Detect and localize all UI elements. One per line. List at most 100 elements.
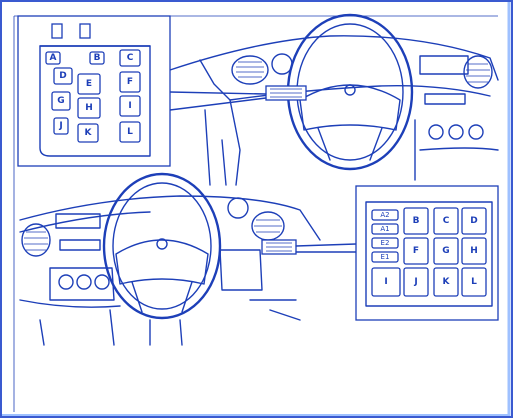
bottom-left-vent-slats <box>24 231 48 251</box>
top-fuse-label-j: J <box>58 121 62 131</box>
bottom-instrument-display <box>55 213 101 229</box>
top-dashboard-drawing <box>169 13 499 186</box>
top-leader-line-2 <box>169 97 267 111</box>
bottom-knob-right <box>94 274 110 290</box>
top-fuse-a <box>45 51 61 65</box>
bottom-fuse-f <box>403 237 429 265</box>
top-fuse-g <box>51 91 71 111</box>
bottom-fuse-k <box>433 267 459 297</box>
top-fuse-label-c: C <box>127 53 134 63</box>
bottom-leader-line <box>295 243 357 247</box>
top-fuse-k <box>77 123 99 143</box>
top-console-lines <box>414 119 499 181</box>
top-fuse-connector-2 <box>79 23 91 39</box>
bottom-fuse-label-e1: E1 <box>381 253 390 261</box>
bottom-steering-spokes <box>131 281 193 313</box>
top-fuse-b <box>89 51 105 65</box>
bottom-fuse-label-a1: A1 <box>380 225 389 233</box>
bottom-fuse-label-b: B <box>413 216 420 226</box>
top-steering-wheel-inner <box>296 23 404 161</box>
top-fuse-h <box>77 97 101 119</box>
top-left-vent-slats <box>236 61 264 78</box>
top-fuse-label-g: G <box>57 96 64 106</box>
bottom-fuse-a2 <box>371 209 399 221</box>
bottom-fuse-label-j: J <box>413 277 417 287</box>
top-steering-hub <box>299 84 401 131</box>
bottom-fuse-j <box>403 267 429 297</box>
top-fuse-l <box>119 121 141 143</box>
top-fuse-label-h: H <box>85 103 93 113</box>
bottom-fuse-label-f: F <box>413 246 419 256</box>
top-fuse-label-l: L <box>127 127 133 137</box>
bottom-fusebox-location-lines <box>266 242 292 252</box>
top-fuse-i <box>119 95 141 117</box>
bottom-fuse-e2 <box>371 237 399 249</box>
bottom-fuse-d <box>461 207 487 235</box>
bottom-floor-lines <box>149 299 301 346</box>
top-fuse-label-i: I <box>128 101 131 111</box>
bottom-fuse-label-d: D <box>470 216 477 226</box>
bottom-fuse-b <box>403 207 429 235</box>
top-fuse-label-f: F <box>127 77 133 87</box>
bottom-dashboard-drawing <box>19 172 321 346</box>
bottom-fuse-label-a2: A2 <box>380 211 389 219</box>
top-fuse-f <box>119 71 141 93</box>
bottom-radio-slot <box>59 239 101 251</box>
bottom-fuse-label-i: I <box>384 277 387 287</box>
top-right-vent-slats <box>466 63 490 83</box>
bottom-fuse-label-k: K <box>443 277 451 287</box>
bottom-fuse-a1 <box>371 223 399 235</box>
bottom-fuse-i <box>371 267 401 297</box>
top-instrument-display <box>419 55 469 75</box>
bottom-fuse-h <box>461 237 487 265</box>
top-fuse-label-k: K <box>85 128 93 138</box>
top-steering-spokes <box>317 127 383 161</box>
bottom-climate-panel <box>49 267 115 301</box>
top-knob-right <box>468 124 484 140</box>
bottom-console-lines <box>19 299 121 346</box>
top-radio-slot <box>424 93 466 105</box>
top-fuse-block-outline <box>39 45 151 157</box>
top-fuse-e <box>77 73 101 95</box>
bottom-fuse-l <box>461 267 487 297</box>
top-fuse-label-e: E <box>86 79 92 89</box>
top-fuse-label-a: A <box>50 53 57 63</box>
bottom-steering-wheel-rim <box>102 172 222 320</box>
top-fuse-connector-1 <box>51 23 63 39</box>
bottom-knob-left <box>58 274 74 290</box>
bottom-fuse-label-c: C <box>443 216 450 226</box>
bottom-steering-wheel-inner <box>112 182 212 310</box>
bottom-fuse-label-e2: E2 <box>381 239 390 247</box>
bottom-left-vent <box>21 223 51 257</box>
bottom-fuse-label-h: H <box>470 246 478 256</box>
bottom-fuse-label-g: G <box>442 246 449 256</box>
bottom-center-gauge <box>227 197 249 219</box>
top-dash-outline <box>169 35 499 81</box>
top-fuse-label-d: D <box>59 71 66 81</box>
bottom-knob-middle <box>76 274 92 290</box>
bottom-fuse-g <box>433 237 459 265</box>
bottom-fuse-block-outline <box>365 201 493 307</box>
top-knob-middle <box>448 124 464 140</box>
bottom-fuse-label-l: L <box>471 277 477 287</box>
bottom-dash-panel-line <box>19 211 151 233</box>
top-fusebox-location-lines <box>270 88 302 98</box>
bottom-steering-hub <box>115 239 209 285</box>
top-fuse-d <box>53 67 73 85</box>
top-center-gauge <box>271 53 293 75</box>
bottom-right-vent-slats <box>254 219 282 233</box>
bottom-lower-panel <box>219 249 263 291</box>
bottom-fuse-e1 <box>371 251 399 263</box>
top-fuse-group: A B C D E F G H I J K L <box>45 49 141 143</box>
top-left-vent <box>231 55 269 85</box>
bottom-dash-outline <box>19 195 321 241</box>
top-fuse-label-b: B <box>94 53 101 63</box>
top-leader-line <box>169 91 267 95</box>
top-knob-left <box>428 124 444 140</box>
top-steering-emblem <box>344 84 356 96</box>
bottom-fuse-c <box>433 207 459 235</box>
